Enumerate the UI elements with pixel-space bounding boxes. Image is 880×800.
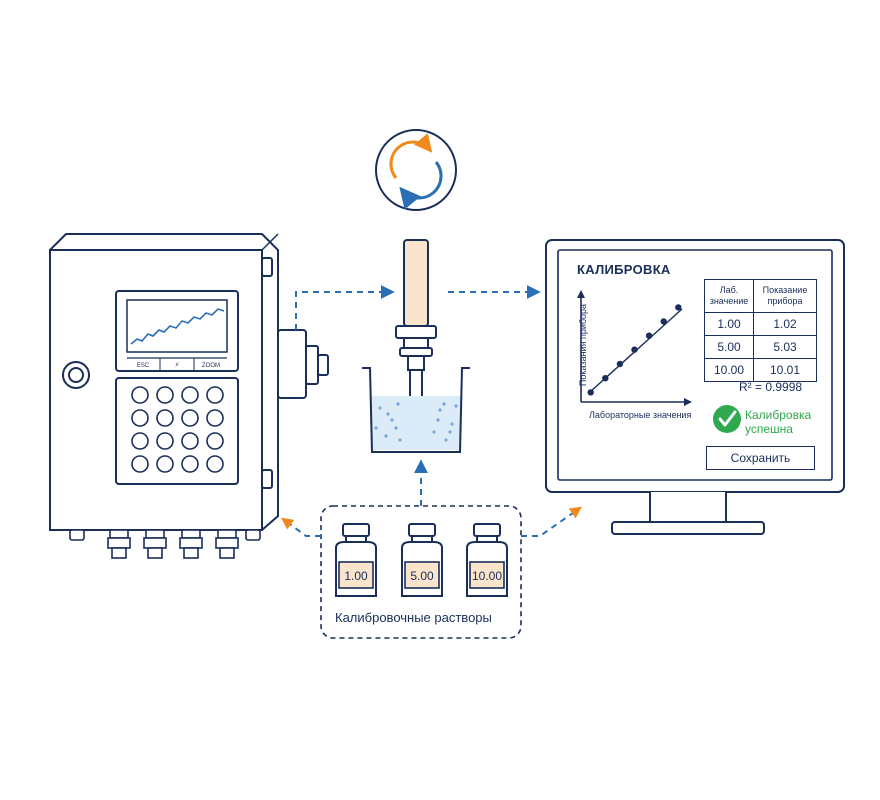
arrow-controller-to-sensor	[295, 285, 395, 330]
calibration-table: Лаб. значение Показание прибора 1.00 1.0…	[704, 279, 817, 382]
table-cell: 10.01	[753, 358, 817, 382]
bubble	[390, 418, 394, 422]
data-point	[660, 318, 667, 325]
bottle	[335, 523, 377, 597]
bubble	[448, 430, 452, 434]
keypad-key[interactable]	[181, 386, 199, 404]
keypad-key[interactable]	[131, 455, 149, 473]
bubble	[386, 412, 390, 416]
table-cell: 5.00	[704, 335, 754, 359]
sensor-probe	[395, 239, 437, 415]
table-cell: 1.02	[753, 312, 817, 336]
solutions-panel	[320, 505, 522, 639]
table-row: 5.00 5.03	[704, 335, 817, 359]
bubble	[444, 438, 448, 442]
flow-arrows	[281, 285, 582, 537]
softkey-zoom[interactable]: ZOOM	[202, 363, 220, 369]
cable-gland-4	[215, 529, 239, 559]
bubble	[374, 426, 378, 430]
cable-glands	[69, 529, 261, 559]
keypad-key[interactable]	[156, 386, 174, 404]
table-cell: 5.03	[753, 335, 817, 359]
calibration-chart	[577, 290, 692, 406]
bubble	[432, 430, 436, 434]
table-row: 10.00 10.01	[704, 358, 817, 382]
bubble	[378, 406, 382, 410]
keypad-key[interactable]	[206, 386, 224, 404]
cable-gland-2	[143, 529, 167, 559]
bubble	[384, 434, 388, 438]
refresh-cycle-icon	[375, 129, 457, 211]
table-header-device: Показание прибора	[753, 279, 817, 313]
keypad-key[interactable]	[206, 455, 224, 473]
data-point	[645, 332, 653, 339]
bottle	[401, 523, 443, 597]
keypad-key[interactable]	[131, 409, 149, 427]
keypad-key[interactable]	[131, 386, 149, 404]
bubble	[438, 408, 442, 412]
softkey-esc[interactable]: ESC	[137, 363, 150, 369]
save-button[interactable]: Сохранить	[706, 446, 815, 470]
keypad	[115, 377, 239, 485]
bottle-label-2: 5.00	[410, 569, 434, 583]
data-point	[602, 375, 609, 382]
bubble	[436, 418, 440, 422]
keypad-key[interactable]	[181, 432, 199, 450]
bubble	[450, 422, 454, 426]
success-check-icon	[713, 405, 741, 433]
arrow-solutions-to-controller	[281, 517, 321, 537]
keypad-key[interactable]	[156, 409, 174, 427]
arrow-solutions-monitor	[521, 506, 582, 537]
cable-gland-1	[107, 529, 131, 559]
keypad-key[interactable]	[181, 409, 199, 427]
softkey-flash[interactable]: ⚡	[175, 361, 180, 369]
controller-display: ESC ⚡ ZOOM	[115, 290, 239, 372]
bottle-label-3: 10.00	[471, 569, 503, 583]
bubble	[396, 402, 400, 406]
table-header-lab: Лаб. значение	[704, 279, 754, 313]
keypad-key[interactable]	[156, 455, 174, 473]
trend-line	[130, 308, 225, 345]
keypad-key[interactable]	[206, 432, 224, 450]
bottle-label-1: 1.00	[344, 569, 368, 583]
y-axis-label: Показания прибора	[578, 303, 588, 387]
bubble	[454, 404, 458, 408]
r-squared-value: R² = 0.9998	[739, 380, 803, 394]
bubble	[442, 402, 446, 406]
keypad-key[interactable]	[181, 455, 199, 473]
table-row: 1.00 1.02	[704, 312, 817, 336]
solutions-caption: Калибровочные растворы	[335, 610, 492, 625]
beaker	[362, 367, 470, 453]
data-point	[616, 360, 624, 368]
data-point	[631, 346, 638, 353]
keypad-key[interactable]	[156, 432, 174, 450]
bottles	[335, 523, 508, 597]
calibration-status: Калибровка успешна	[745, 408, 812, 436]
table-cell: 10.00	[704, 358, 754, 382]
bubble	[398, 438, 402, 442]
keypad-key[interactable]	[206, 409, 224, 427]
keypad-key[interactable]	[131, 432, 149, 450]
monitor-title: КАЛИБРОВКА	[577, 262, 671, 277]
bottle	[466, 523, 508, 597]
cable-gland-3	[179, 529, 203, 559]
data-point	[675, 304, 682, 311]
table-cell: 1.00	[704, 312, 754, 336]
data-point	[587, 389, 594, 396]
x-axis-label: Лабораторные значения	[589, 410, 692, 420]
bubble	[394, 426, 398, 430]
